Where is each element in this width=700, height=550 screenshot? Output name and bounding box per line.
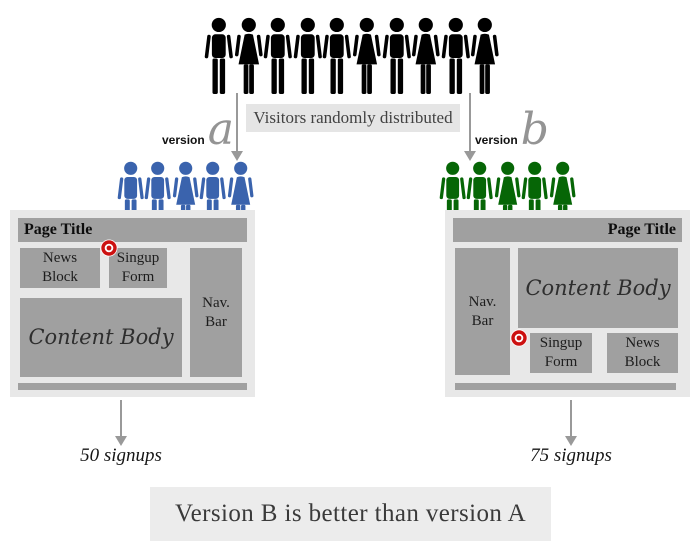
- version-a-letter: a: [207, 104, 234, 155]
- person-male-icon: [263, 17, 293, 96]
- arrow-to-version-a: [231, 93, 243, 161]
- person-male-icon: [293, 17, 323, 96]
- page-a-footer-bar: [18, 383, 247, 390]
- page-a-title-bar: Page Title: [18, 218, 247, 242]
- visitors-distribution-label: Visitors randomly distributed: [246, 104, 460, 132]
- page-a-signup-form: Singup Form: [109, 248, 167, 288]
- signup-target-icon-b: [510, 329, 528, 347]
- arrow-signups-a: [115, 400, 127, 446]
- page-b-content-label: Content Body: [525, 275, 671, 300]
- person-male-icon: [382, 17, 412, 96]
- crowd-all-visitors: [204, 17, 500, 96]
- conclusion-banner: Version B is better than version A: [150, 487, 551, 541]
- page-b-footer-bar: [455, 383, 676, 390]
- signup-target-icon-a: [100, 239, 118, 257]
- person-male-icon: [204, 17, 234, 96]
- page-b-signup-form: Singup Form: [530, 333, 592, 373]
- person-female-icon: [470, 17, 500, 96]
- arrow-to-version-b: [464, 93, 476, 161]
- person-female-icon: [411, 17, 441, 96]
- version-b-label: version b: [475, 108, 549, 152]
- page-b-news-block: News Block: [607, 333, 678, 373]
- person-male-icon: [441, 17, 471, 96]
- page-b-nav-bar: Nav. Bar: [455, 248, 510, 375]
- person-female-icon: [352, 17, 382, 96]
- page-a-nav-bar: Nav. Bar: [190, 248, 242, 377]
- signups-count-b: 75 signups: [530, 445, 612, 466]
- version-a-label: version a: [162, 108, 234, 152]
- version-b-word: version: [475, 133, 518, 147]
- version-a-word: version: [162, 133, 205, 147]
- page-a-content-body: Content Body: [20, 298, 182, 377]
- page-a-content-label: Content Body: [28, 325, 174, 350]
- page-a-news-block: News Block: [20, 248, 100, 288]
- page-b-title-bar: Page Title: [453, 218, 682, 242]
- page-version-b: Page Title Nav. Bar Content Body Singup …: [445, 210, 690, 397]
- page-b-content-body: Content Body: [518, 248, 678, 328]
- signups-count-a: 50 signups: [80, 445, 162, 466]
- person-male-icon: [322, 17, 352, 96]
- version-b-letter: b: [520, 104, 549, 155]
- arrow-signups-b: [565, 400, 577, 446]
- person-female-icon: [234, 17, 264, 96]
- page-version-a: Page Title News Block Singup Form Nav. B…: [10, 210, 255, 397]
